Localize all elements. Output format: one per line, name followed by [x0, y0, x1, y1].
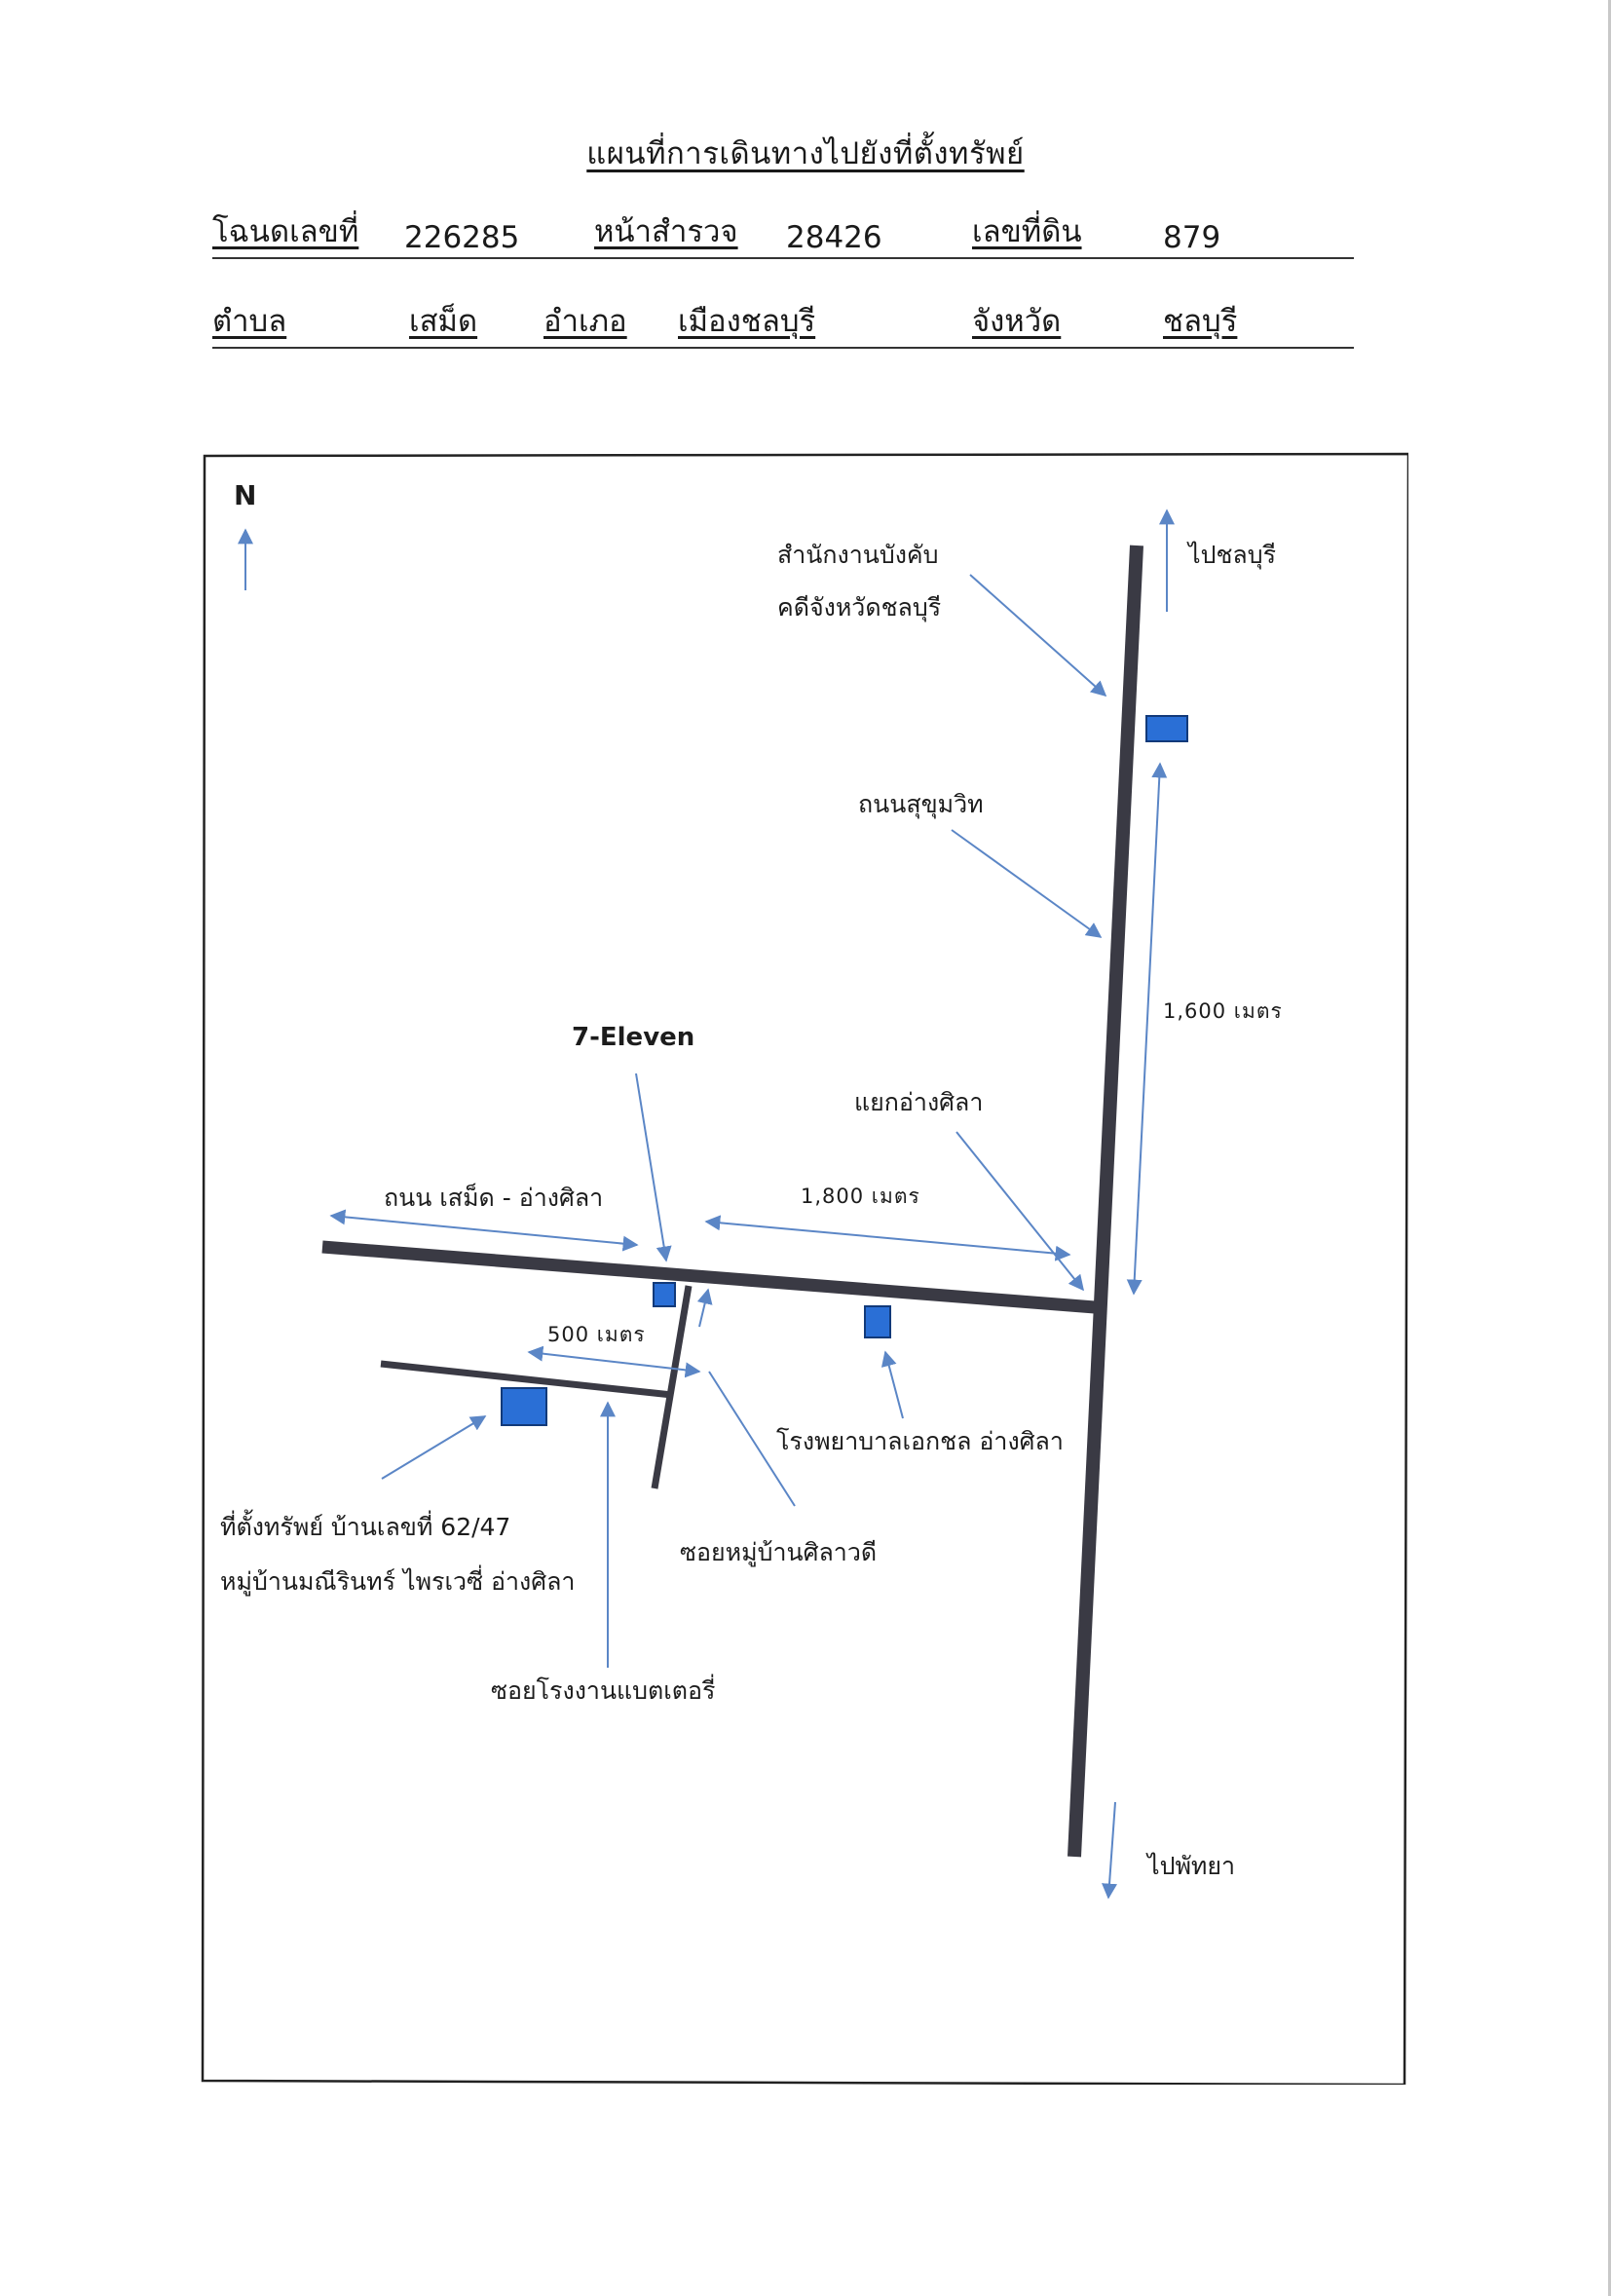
land-label: เลขที่ดิน — [972, 214, 1082, 249]
north-label: N — [234, 479, 257, 511]
samed-road-extent — [329, 1209, 639, 1252]
seven-eleven-label: 7-Eleven — [572, 1023, 695, 1052]
property-pointer — [381, 1415, 487, 1480]
route-map: N ไปชลบุรี สำนักงานบังคับ คดีจังหวัดชลบุ… — [201, 452, 1408, 2085]
deed-number: 226285 — [404, 220, 520, 255]
junction-pointer — [955, 1131, 1085, 1292]
soi-entrance-arrow — [696, 1288, 713, 1328]
to-pattaya-arrow — [1102, 1801, 1118, 1900]
survey-number: 28426 — [786, 220, 882, 255]
soi-battery-label: ซอยโรงงานแบตเตอรี่ — [491, 1676, 716, 1705]
dimension-1600-label: 1,600 เมตร — [1163, 999, 1283, 1023]
location-info-row: ตำบล เสม็ด อำเภอ เมืองชลบุรี จังหวัด ชลบ… — [212, 302, 1354, 349]
province-label: จังหวัด — [972, 304, 1062, 339]
property-label-line2: หมู่บ้านมณีรินทร์ ไพรเวซี่ อ่างศิลา — [220, 1567, 576, 1596]
seven-eleven-building — [653, 1282, 676, 1307]
hospital-pointer — [880, 1350, 904, 1419]
land-number: 879 — [1163, 220, 1221, 255]
samed-road-label: ถนน เสม็ด - อ่างศิลา — [384, 1184, 604, 1212]
court-office-building — [1145, 715, 1188, 742]
ang-sila-junction-label: แยกอ่างศิลา — [854, 1088, 984, 1116]
to-chonburi-label: ไปชลบุรี — [1188, 541, 1277, 569]
dimension-500m — [527, 1345, 701, 1378]
dimension-1800-label: 1,800 เมตร — [801, 1185, 920, 1208]
property-building — [501, 1387, 547, 1426]
court-office-pointer — [969, 574, 1107, 697]
court-office-label-line2: คดีจังหวัดชลบุรี — [777, 593, 942, 621]
dimension-1600m — [1126, 762, 1168, 1296]
court-office-label-line1: สำนักงานบังคับ — [777, 541, 939, 569]
soi-battery-road — [380, 1360, 673, 1399]
province-value: ชลบุรี — [1163, 304, 1238, 339]
seven-eleven-pointer — [635, 1073, 672, 1262]
soi-silawadee-pointer — [708, 1371, 796, 1507]
page-edge — [1608, 0, 1611, 2296]
dimension-1800m — [704, 1215, 1071, 1261]
sukhumvit-label: ถนนสุขุมวิท — [858, 790, 984, 818]
survey-label: หน้าสำรวจ — [594, 214, 738, 249]
soi-silawadee-label: ซอยหมู่บ้านศิลาวดี — [680, 1538, 878, 1566]
hospital-building — [864, 1305, 891, 1338]
sukhumvit-pointer — [951, 829, 1103, 938]
soi-silawadee-road — [651, 1285, 693, 1489]
document-title: แผนที่การเดินทางไปยังที่ตั้งทรัพย์ — [586, 136, 1025, 171]
map-border — [201, 452, 1408, 2085]
to-pattaya-label: ไปพัทยา — [1147, 1852, 1236, 1880]
district-label: อำเภอ — [543, 304, 627, 339]
property-label-line1: ที่ตั้งทรัพย์ บ้านเลขที่ 62/47 — [220, 1513, 511, 1541]
sukhumvit-road — [1068, 545, 1143, 1858]
deed-label: โฉนดเลขที่ — [212, 214, 359, 249]
map-drawing — [201, 452, 1408, 2085]
samed-angsila-road — [321, 1240, 1096, 1314]
hospital-label: โรงพยาบาลเอกชล อ่างศิลา — [776, 1427, 1064, 1455]
subdistrict-value: เสม็ด — [409, 304, 478, 339]
district-value: เมืองชลบุรี — [678, 304, 816, 339]
dimension-500-label: 500 เมตร — [547, 1323, 646, 1346]
deed-info-row: โฉนดเลขที่ 226285 หน้าสำรวจ 28426 เลขที่… — [212, 212, 1354, 259]
subdistrict-label: ตำบล — [212, 304, 287, 339]
